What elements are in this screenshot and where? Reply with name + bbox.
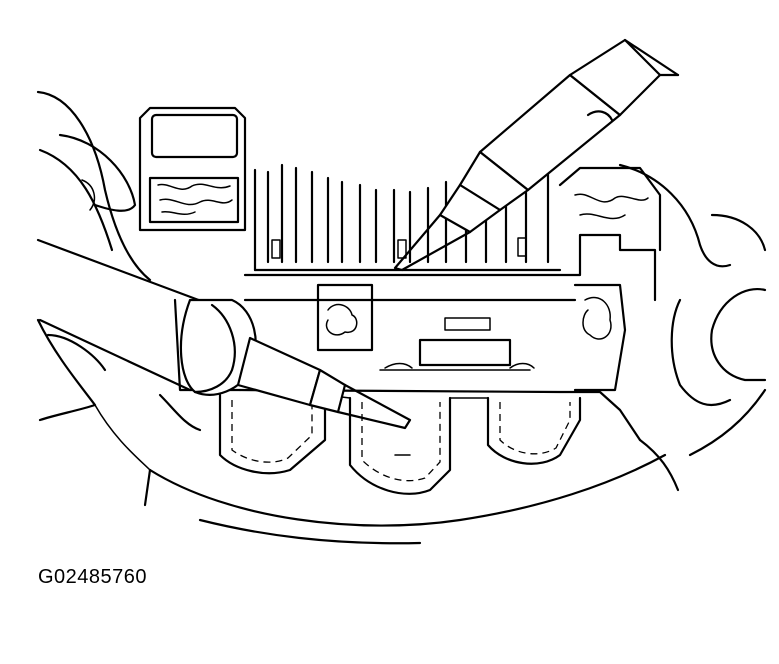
lower-test-probe bbox=[36, 238, 412, 430]
right-housing bbox=[618, 163, 767, 492]
figure-id-label: G02485760 bbox=[38, 566, 148, 588]
lower-housing-arc bbox=[94, 404, 667, 545]
diode-pockets bbox=[158, 393, 582, 495]
connector-block bbox=[138, 106, 247, 232]
upper-test-probe bbox=[393, 38, 680, 272]
regulator-body bbox=[173, 166, 662, 442]
left-housing bbox=[36, 90, 152, 422]
